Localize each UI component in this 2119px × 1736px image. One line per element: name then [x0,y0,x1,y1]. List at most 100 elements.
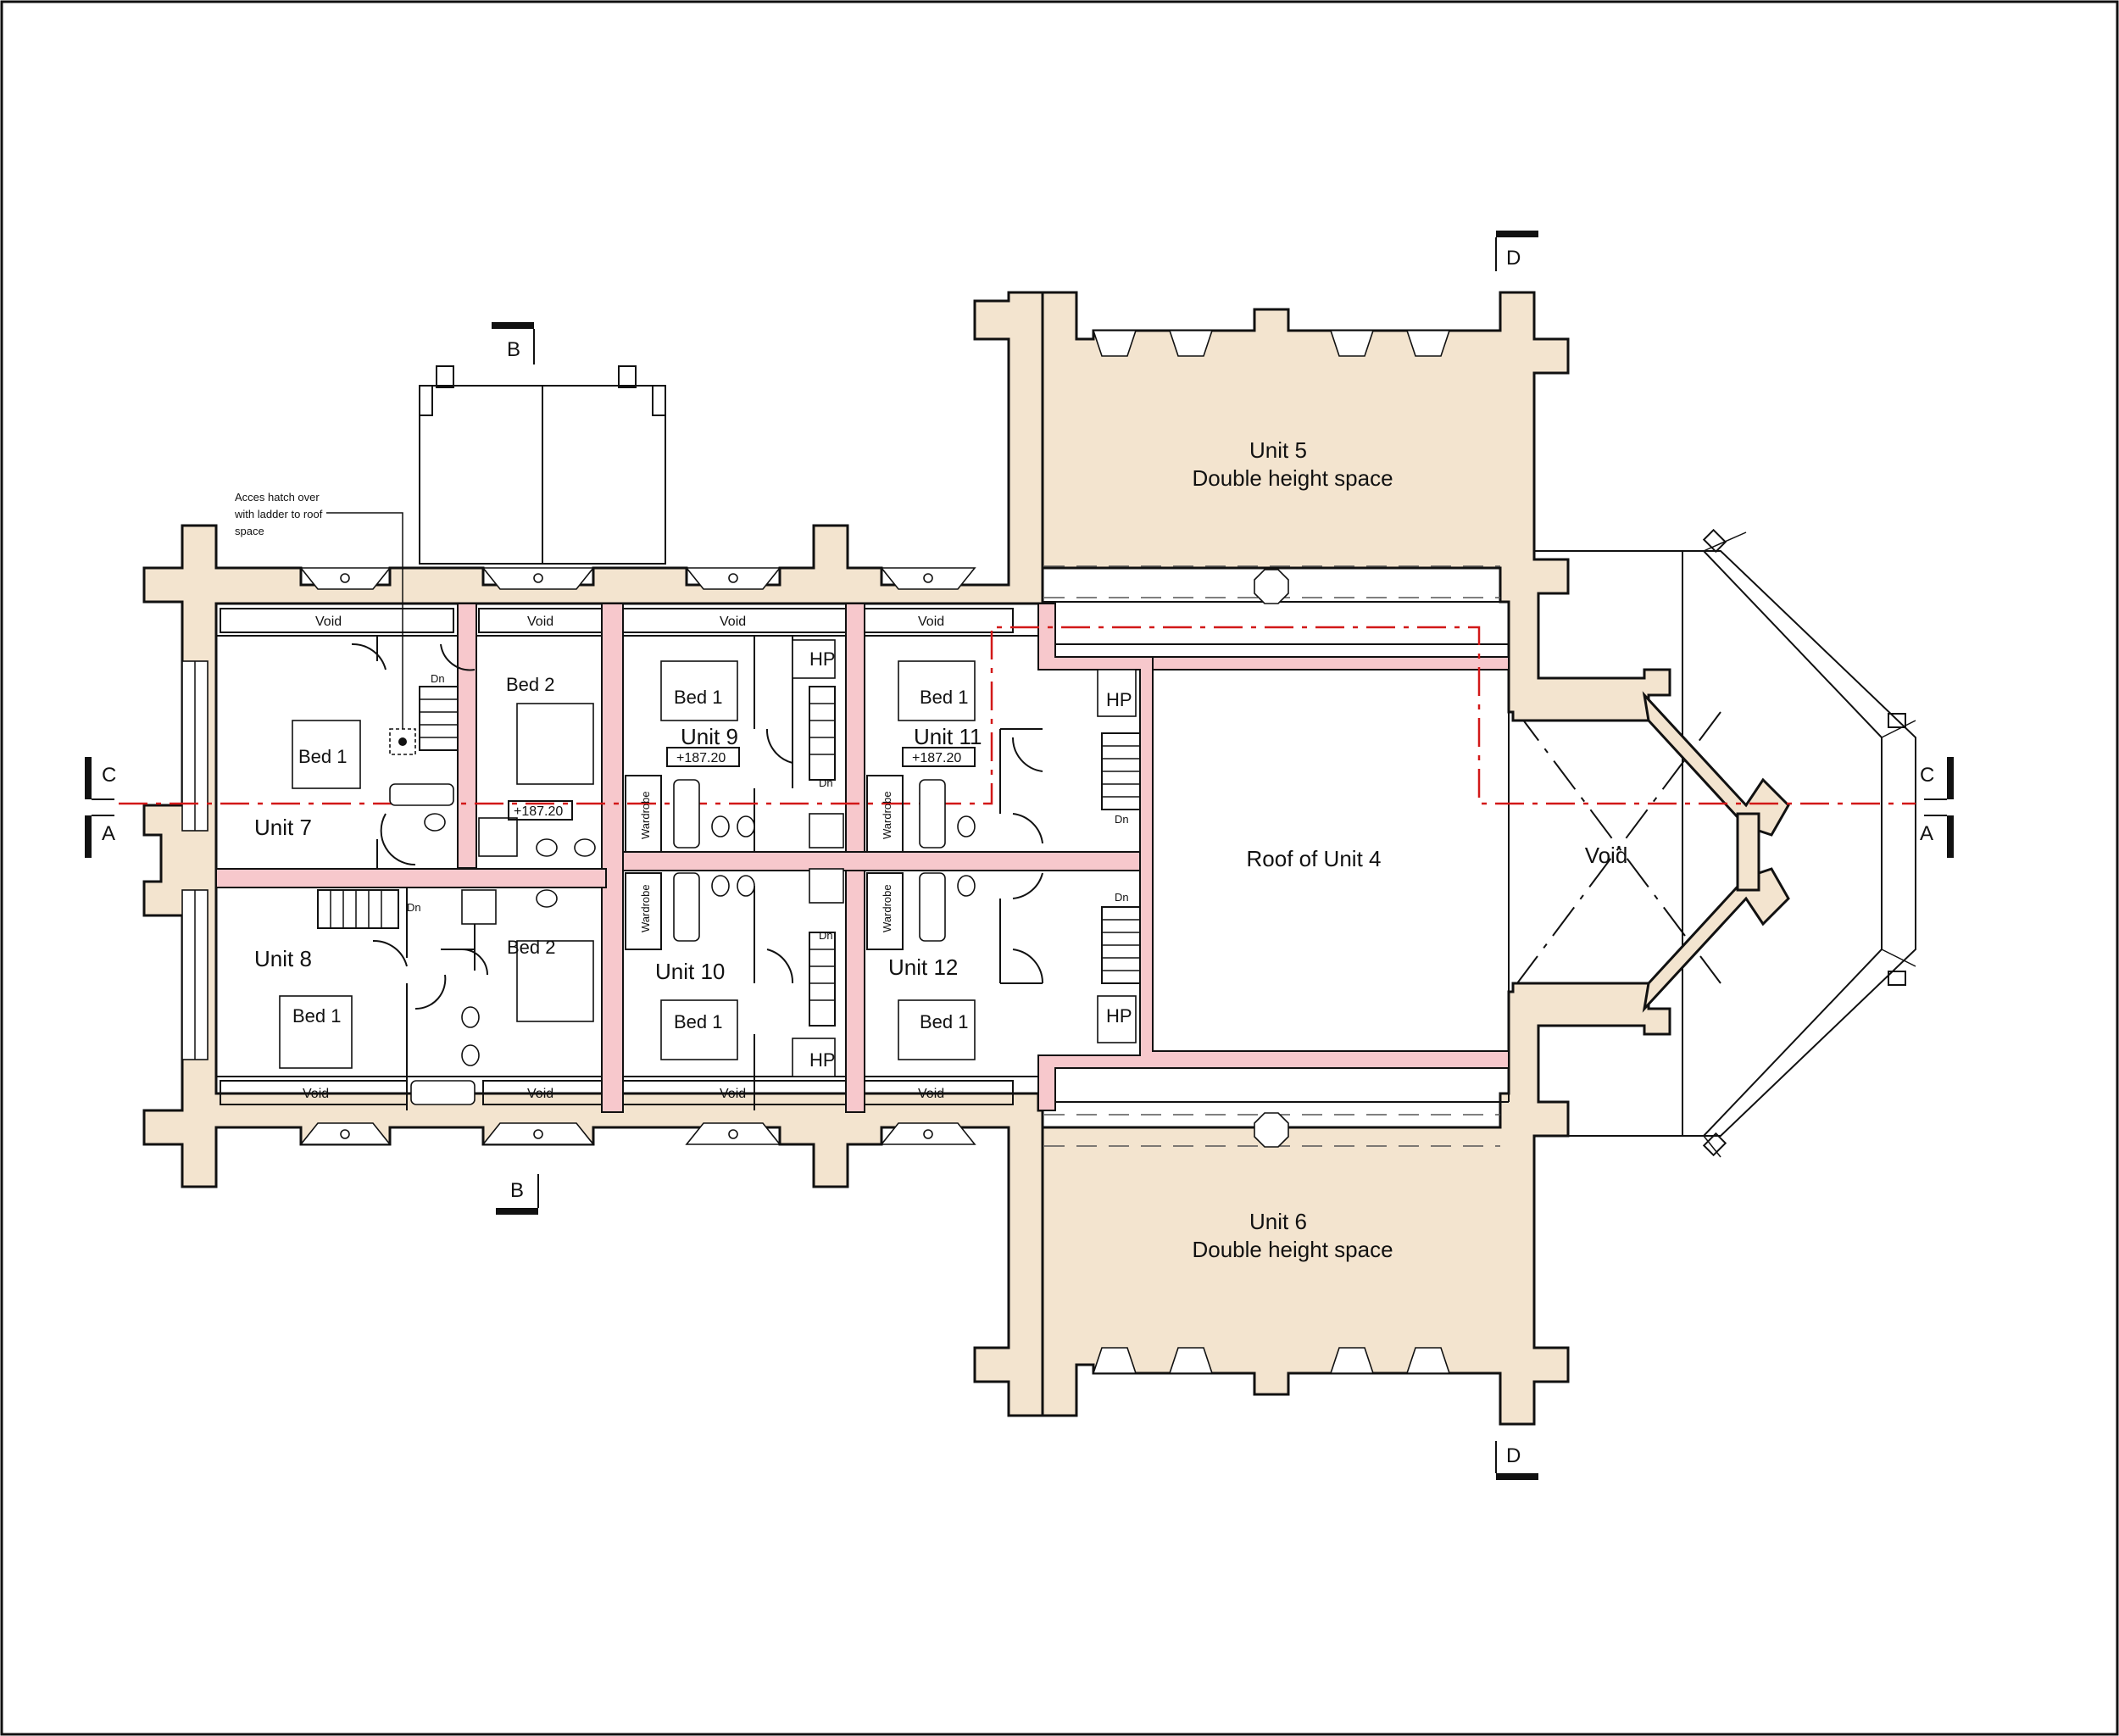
wardrobes [625,775,904,950]
svg-text:A: A [102,822,115,845]
hp-label-1: HP [809,648,836,670]
wardrobe-label-2: Wardrobe [639,884,652,932]
apse-east-wall [1736,812,1760,892]
void-strip-label-4: Void [918,615,944,629]
dn-label-6: Dn [1115,891,1129,904]
window-north-1 [299,567,392,590]
void-diagonals [1516,711,1721,984]
window-north-4 [880,567,976,590]
section-marker-d-bottom: D [1495,1441,1538,1480]
window-south-2 [481,1122,595,1145]
svg-text:A: A [1920,822,1933,845]
level-label-1: +187.20 [514,804,563,819]
svg-text:C: C [102,764,116,787]
window-unit6-south [1092,1347,1451,1374]
bed2-unit7: Bed 2 [506,674,555,695]
unit9-label: Unit 9 [681,724,738,749]
wardrobe-label-3: Wardrobe [881,791,893,839]
roof-unit4-label: Roof of Unit 4 [1247,846,1382,871]
window-openings [181,330,1451,1374]
stair-unit12 [1101,906,1141,984]
wardrobe-label-1: Wardrobe [639,791,652,839]
window-south-4 [880,1122,976,1145]
void-strip-label-3: Void [720,615,746,629]
hp-label-3: HP [809,1049,836,1071]
bed1-unit12: Bed 1 [920,1011,969,1032]
stair-unit8 [317,889,399,929]
doors [351,643,1044,1010]
wardrobe-label-4: Wardrobe [881,884,893,932]
unit7-label: Unit 7 [254,815,312,840]
window-unit5-north [1092,330,1451,357]
section-marker-b-top: B [492,322,535,364]
dn-label-2: Dn [407,901,421,914]
dn-label-1: Dn [431,672,445,685]
void-strip-label-1: Void [315,615,342,629]
hatch [326,512,416,755]
void-strip-label-6: Void [527,1087,553,1101]
stairs [317,686,1141,1027]
apse-walls-south [1642,867,1790,1013]
window-north-2 [481,567,595,590]
section-marker-c-left: C [85,757,116,800]
level-label-3: +187.20 [912,751,961,765]
svg-text:C: C [1920,764,1934,787]
unit12-label: Unit 12 [888,954,958,980]
unit11-label: Unit 11 [914,724,982,749]
section-marker-d-top: D [1495,231,1538,271]
svg-text:B: B [507,338,520,361]
unit10-label: Unit 10 [655,959,725,984]
bed1-unit11: Bed 1 [920,687,969,708]
stair-unit9 [809,686,836,781]
section-lines [119,626,1916,805]
hp-label-2: HP [1106,689,1132,710]
dn-label-5: Dn [1115,813,1129,826]
bed1-unit7: Bed 1 [298,746,348,767]
beds [279,660,976,1069]
window-west [181,660,209,1060]
hatch-note-line-3: space [235,525,264,537]
svg-text:B: B [510,1179,524,1202]
portico-outline [419,365,666,565]
stair-unit10 [809,932,836,1027]
level-label-2: +187.20 [676,751,726,765]
void-strip-label-8: Void [918,1087,944,1101]
hp-label-4: HP [1106,1005,1132,1027]
svg-text:D: D [1506,1444,1521,1467]
unit5-subtitle: Double height space [1192,465,1393,491]
dn-label-4: Dn [819,929,833,942]
stair-unit11 [1101,732,1141,810]
section-marker-a-right: A [1920,815,1954,858]
hatch-note-line-1: Acces hatch over [235,491,320,504]
void-main-label: Void [1585,843,1628,868]
hatch-note-line-2: with ladder to roof [234,508,323,520]
void-strip-label-2: Void [527,615,553,629]
unit8-label: Unit 8 [254,946,312,971]
window-north-3 [685,567,781,590]
bed1-unit9: Bed 1 [674,687,723,708]
window-south-3 [685,1122,781,1145]
svg-text:D: D [1506,247,1521,270]
section-marker-b-bottom: B [496,1174,539,1215]
east-transept-walls [1041,291,1671,722]
section-marker-c-right: C [1920,757,1954,800]
dn-label-3: Dn [819,776,833,789]
stair-unit7 [419,686,459,751]
unit6-subtitle: Double height space [1192,1237,1393,1262]
bathroom-fixtures [389,639,1137,1105]
unit5-label: Unit 5 [1249,437,1307,463]
apse-walls [1642,691,1790,837]
void-strip-label-7: Void [720,1087,746,1101]
bed2-unit8: Bed 2 [507,937,556,958]
bed1-unit8: Bed 1 [292,1005,342,1027]
void-strip-label-5: Void [303,1087,329,1101]
apse-outline [1508,528,1916,1158]
section-marker-a-left: A [85,815,115,858]
unit6-label: Unit 6 [1249,1209,1307,1234]
columns [1254,569,1289,1148]
level-boxes [508,747,976,821]
window-south-1 [299,1122,392,1145]
bed1-unit10: Bed 1 [674,1011,723,1032]
